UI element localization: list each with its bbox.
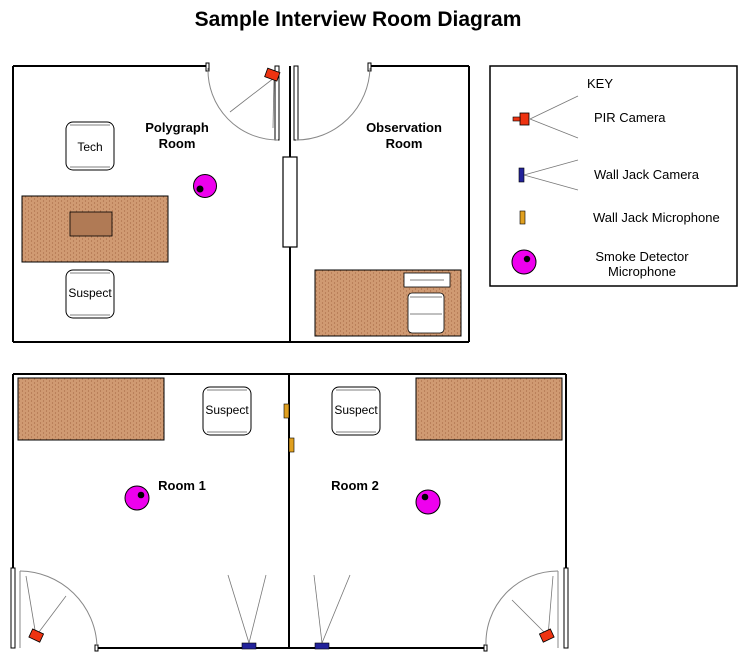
room2-table xyxy=(415,377,563,441)
svg-text:Smoke Detector: Smoke Detector xyxy=(595,249,689,264)
key-pir-camera-label: PIR Camera xyxy=(594,110,666,125)
polygraph-room-label: Polygraph Room xyxy=(145,120,209,151)
svg-text:Microphone: Microphone xyxy=(608,264,676,279)
room1-suspect-seat: Suspect xyxy=(202,386,252,436)
smoke-detector-icon xyxy=(193,174,217,198)
key-smoke-detector: Smoke Detector Microphone xyxy=(511,249,689,279)
svg-text:Polygraph: Polygraph xyxy=(145,120,209,135)
tech-seat: Tech xyxy=(65,121,115,171)
bottom-walls xyxy=(12,373,567,649)
observation-desk xyxy=(314,269,462,337)
svg-text:Room: Room xyxy=(386,136,423,151)
room1-smoke-detector-icon xyxy=(124,485,150,511)
room2-wall-jack-camera-icon xyxy=(313,574,351,650)
observation-window xyxy=(282,156,298,248)
room2-smoke-detector-icon xyxy=(415,489,441,515)
svg-text:Suspect: Suspect xyxy=(205,403,249,417)
room1-pir-camera-icon xyxy=(25,575,67,643)
room2-label: Room 2 xyxy=(331,478,379,493)
svg-text:Room: Room xyxy=(159,136,196,151)
room2-wall-jack-microphone-icon xyxy=(288,437,295,453)
room1-wall-jack-microphone-icon xyxy=(283,403,290,419)
key-legend: KEY PIR Camera Wall Jack Camera Wall Jac… xyxy=(489,65,738,287)
key-pir-camera: PIR Camera xyxy=(512,95,666,139)
room1-label: Room 1 xyxy=(158,478,206,493)
key-heading: KEY xyxy=(587,76,613,91)
key-wall-jack-microphone-label: Wall Jack Microphone xyxy=(593,210,720,225)
room1-table xyxy=(17,377,165,441)
bottom-door-swings xyxy=(19,570,559,648)
observation-room-label: Observation Room xyxy=(366,120,442,151)
polygraph-table xyxy=(21,195,169,263)
bottom-door-jambs xyxy=(10,567,569,652)
pir-camera-icon xyxy=(229,67,281,129)
top-door-swings xyxy=(207,67,371,141)
svg-text:Suspect: Suspect xyxy=(68,286,112,300)
room2-suspect-seat: Suspect xyxy=(331,386,381,436)
svg-text:Suspect: Suspect xyxy=(334,403,378,417)
key-wall-jack-microphone: Wall Jack Microphone xyxy=(519,210,720,225)
diagram-title: Sample Interview Room Diagram xyxy=(195,8,522,31)
tech-seat-label: Tech xyxy=(77,140,102,154)
room2-pir-camera-icon xyxy=(511,575,555,643)
top-door-jambs xyxy=(205,62,372,141)
room1-wall-jack-camera-icon xyxy=(227,574,267,650)
polygraph-suspect-seat: Suspect xyxy=(65,269,115,319)
key-wall-jack-camera: Wall Jack Camera xyxy=(518,159,700,191)
svg-text:Observation: Observation xyxy=(366,120,442,135)
key-wall-jack-camera-label: Wall Jack Camera xyxy=(594,167,700,182)
